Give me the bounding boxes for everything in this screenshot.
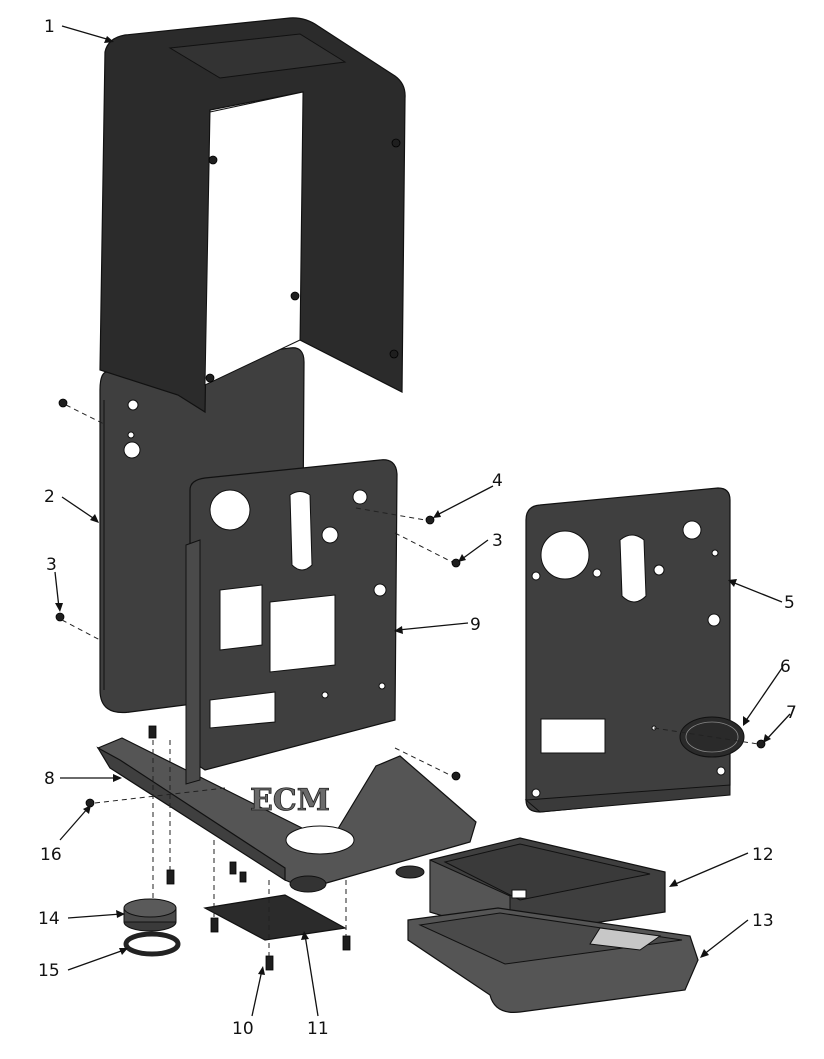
part-bottom-plate: [203, 894, 347, 941]
callout-13: 13: [752, 911, 774, 931]
callout-9: 9: [470, 615, 481, 635]
callout-3-right: 3: [492, 531, 503, 551]
callout-8: 8: [44, 769, 55, 789]
callout-5: 5: [784, 593, 795, 613]
part-foot: [123, 898, 177, 932]
base-logo-text: ECM: [250, 783, 330, 818]
callout-12: 12: [752, 845, 774, 865]
part-drip-tray: [407, 907, 699, 1013]
callout-4: 4: [492, 471, 503, 491]
part-base-chassis: ECM: [96, 737, 477, 893]
callout-14: 14: [38, 909, 60, 929]
callout-11: 11: [307, 1019, 329, 1039]
callout-labels: 1 2 3 3 4 5 6 7 8 9 10 11 12 13 14 15 16: [38, 17, 797, 1039]
callout-3-left: 3: [46, 555, 57, 575]
part-frame-plate: [185, 459, 398, 785]
callout-2: 2: [44, 487, 55, 507]
callout-1: 1: [44, 17, 55, 37]
part-ring: [123, 931, 181, 957]
callout-7: 7: [786, 703, 797, 723]
callout-10: 10: [232, 1019, 254, 1039]
part-side-panel: [524, 487, 731, 813]
screws: [55, 398, 766, 971]
callout-15: 15: [38, 961, 60, 981]
assembly-lines: [61, 404, 759, 956]
callout-16: 16: [40, 845, 62, 865]
callout-leaders: [54, 25, 791, 1017]
part-top-cover: [99, 17, 406, 414]
callout-6: 6: [780, 657, 791, 677]
